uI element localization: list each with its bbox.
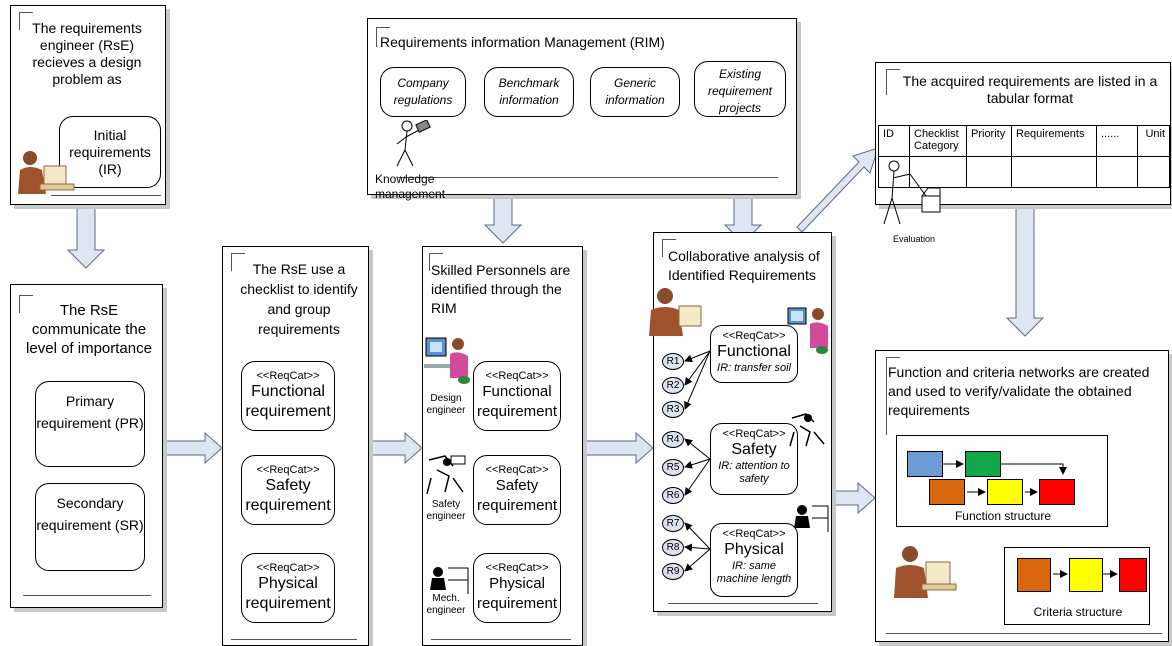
- evaluation-label: Evaluation: [893, 234, 936, 244]
- req-r4: R4: [662, 431, 684, 448]
- personnel-functional-pill: <<ReqCat>> Functional requirement: [473, 361, 561, 431]
- req-r3: R3: [662, 401, 684, 418]
- req-r9: R9: [662, 563, 684, 580]
- collab-safety-pill: <<ReqCat>> Safety IR: attention to safet…: [710, 423, 798, 495]
- req-r1: R1: [662, 353, 684, 370]
- function-block-green: [965, 451, 1001, 477]
- collab-engineer-icon: [649, 288, 702, 336]
- secondary-requirement-pill: Secondary requirement (SR): [35, 483, 145, 571]
- personnel-title-line-3: RIM: [431, 300, 457, 316]
- design-engineer-label: Design engineer: [426, 393, 466, 416]
- initial-requirements-pill: Initial requirements (IR): [59, 116, 161, 188]
- function-structure-label: Function structure: [954, 509, 1052, 523]
- rim-item-company: Company regulations: [380, 67, 466, 117]
- table-header-id: ID: [878, 125, 910, 157]
- table-header-priority: Priority: [966, 125, 1012, 157]
- personnel-title-line-1: Skilled Personnels are: [431, 262, 571, 278]
- function-block-red: [1039, 479, 1075, 505]
- knowledge-person-icon: [396, 120, 431, 167]
- requirements-table: ID Checklist Category Priority Requireme…: [878, 125, 1170, 188]
- collab-physical-pill: <<ReqCat>> Physical IR: same machine len…: [710, 523, 798, 597]
- requirements-table-box: The acquired requirements are listed in …: [875, 62, 1171, 205]
- network-engineer-icon: [894, 546, 957, 598]
- engineer-person-icon: [18, 151, 75, 194]
- checklist-physical-pill: <<ReqCat>> Physical requirement: [241, 553, 335, 623]
- design-engineer-icon: [424, 337, 470, 384]
- checklist-box: The RsE use a checklist to identify and …: [222, 246, 369, 646]
- req-r7: R7: [662, 515, 684, 532]
- table-header-category: Checklist Category: [909, 125, 967, 157]
- checklist-functional-pill: <<ReqCat>> Functional requirement: [241, 361, 335, 431]
- knowledge-management-label: Knowledge management: [375, 172, 446, 201]
- collab-design-engineer-icon: [787, 307, 828, 354]
- checklist-title: The RsE use a checklist to identify and …: [240, 261, 358, 337]
- rim-title: Requirements information Management (RIM…: [380, 34, 665, 50]
- collab-functional-pill: <<ReqCat>> Functional IR: transfer soil: [710, 325, 798, 383]
- criteria-block-yellow: [1069, 558, 1103, 592]
- personnel-physical-pill: <<ReqCat>> Physical requirement: [473, 553, 561, 623]
- criteria-structure-label: Criteria structure: [1033, 605, 1123, 619]
- checklist-safety-pill: <<ReqCat>> Safety requirement: [241, 455, 335, 525]
- req-r5: R5: [662, 459, 684, 476]
- design-problem-text: The requirements engineer (RsE) recieves…: [32, 20, 142, 87]
- evaluation-person-icon: [883, 160, 941, 225]
- personnel-title-line-2: identified through the: [431, 281, 562, 297]
- importance-title: The RsE communicate the level of importa…: [26, 302, 152, 357]
- collab-mech-engineer-icon: [794, 505, 829, 532]
- importance-box: The RsE communicate the level of importa…: [10, 284, 163, 608]
- req-r6: R6: [662, 487, 684, 504]
- criteria-structure-panel: Criteria structure: [1004, 547, 1150, 625]
- network-title: Function and criteria networks are creat…: [888, 364, 1150, 418]
- mech-engineer-icon: [430, 567, 469, 594]
- design-problem-box: The requirements engineer (RsE) recieves…: [10, 5, 166, 205]
- table-header-dots: ......: [1096, 125, 1138, 157]
- function-structure-links: [943, 460, 1067, 496]
- rim-item-generic: Generic information: [590, 67, 680, 117]
- personnel-safety-pill: <<ReqCat>> Safety requirement: [473, 455, 561, 525]
- table-box-title: The acquired requirements are listed in …: [902, 73, 1158, 106]
- mech-engineer-label: Mech. engineer: [426, 593, 466, 616]
- function-block-orange: [929, 479, 965, 505]
- initial-requirements-label: Initial requirements (IR): [69, 127, 151, 177]
- criteria-block-orange: [1017, 558, 1051, 592]
- rim-box: Requirements information Management (RIM…: [367, 18, 797, 195]
- collaborative-box: Collaborative analysis of Identified Req…: [653, 232, 832, 612]
- function-structure-panel: Function structure: [896, 435, 1108, 527]
- collab-title: Collaborative analysis of Identified Req…: [668, 248, 820, 283]
- collab-safety-engineer-icon: [789, 413, 825, 447]
- criteria-block-red: [1119, 558, 1147, 592]
- req-r2: R2: [662, 377, 684, 394]
- function-block-yellow: [987, 479, 1023, 505]
- rim-item-existing: Existing requirement projects: [694, 61, 786, 117]
- safety-engineer-icon: [426, 455, 466, 495]
- primary-requirement-pill: Primary requirement (PR): [35, 381, 145, 467]
- req-r8: R8: [662, 539, 684, 556]
- requirement-links: [684, 350, 711, 572]
- personnel-box: Skilled Personnels are identified throug…: [422, 246, 583, 646]
- criteria-structure-links: [1053, 570, 1118, 578]
- function-block-blue: [907, 451, 943, 477]
- table-header-unit: Unit: [1137, 125, 1170, 157]
- rim-item-benchmark: Benchmark information: [484, 67, 574, 117]
- safety-engineer-label: Safety engineer: [426, 499, 466, 522]
- table-header-requirements: Requirements: [1011, 125, 1097, 157]
